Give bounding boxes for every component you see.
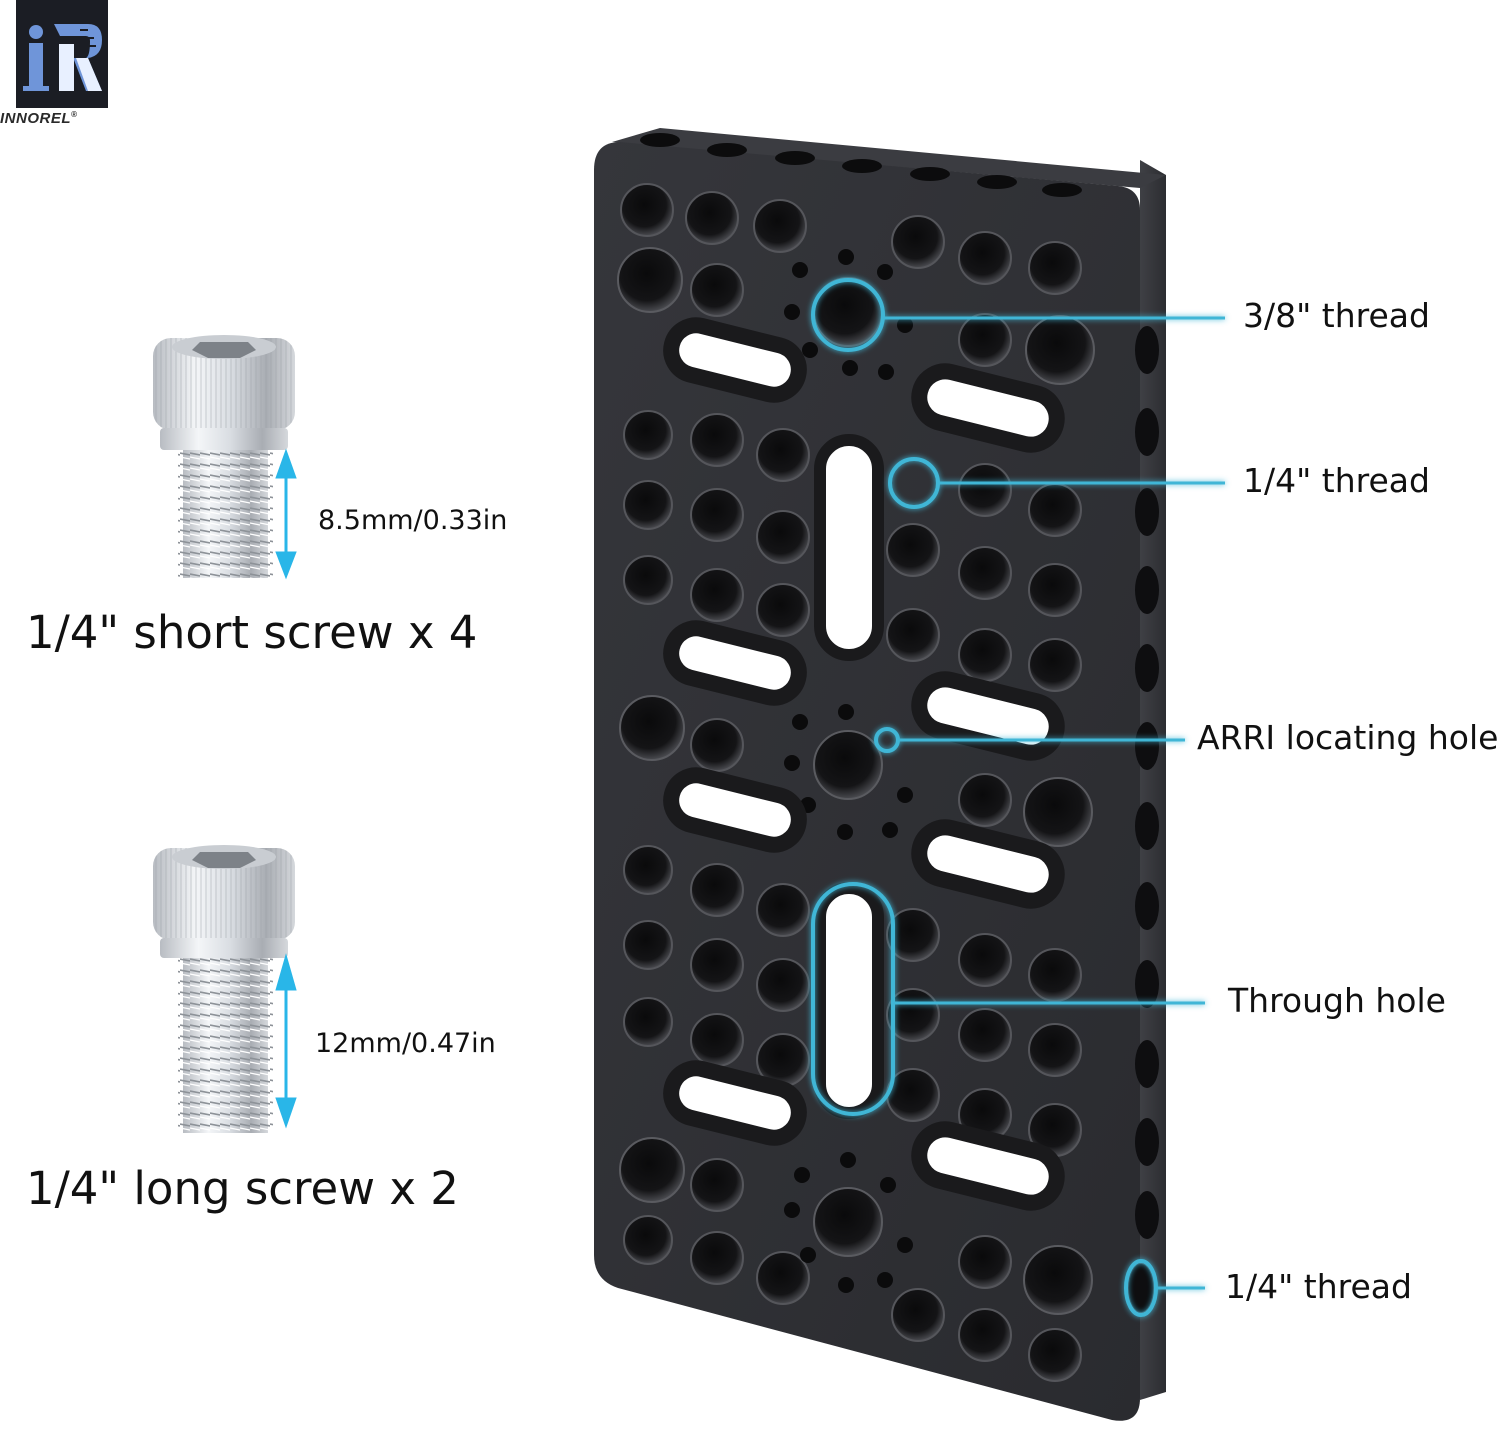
short-screw-length-arrow-icon — [275, 448, 297, 580]
callout-three-eighths-thread: 3/8" thread — [1243, 296, 1430, 335]
cheese-plate — [594, 128, 1166, 1421]
callout-through-hole: Through hole — [1228, 981, 1446, 1020]
long-screw-caption: 1/4" long screw x 2 — [26, 1162, 459, 1215]
callout-quarter-thread-side: 1/4" thread — [1225, 1267, 1412, 1306]
callout-leaders — [811, 278, 1225, 1317]
brand-logo-mark-icon — [23, 24, 102, 91]
brand-logo — [16, 0, 108, 108]
callout-quarter-thread-top: 1/4" thread — [1243, 461, 1430, 500]
short-screw-dimension: 8.5mm/0.33in — [318, 505, 508, 536]
brand-name-text: INNOREL — [0, 110, 71, 127]
callout-arri-locating-hole: ARRI locating hole — [1197, 718, 1499, 757]
long-screw-image — [153, 845, 295, 1133]
short-screw-image — [153, 335, 295, 578]
long-screw-dimension: 12mm/0.47in — [315, 1028, 496, 1059]
brand-name: INNOREL® — [0, 110, 77, 127]
registered-mark: ® — [71, 110, 78, 119]
long-screw-length-arrow-icon — [275, 953, 297, 1129]
short-screw-caption: 1/4" short screw x 4 — [26, 606, 478, 659]
